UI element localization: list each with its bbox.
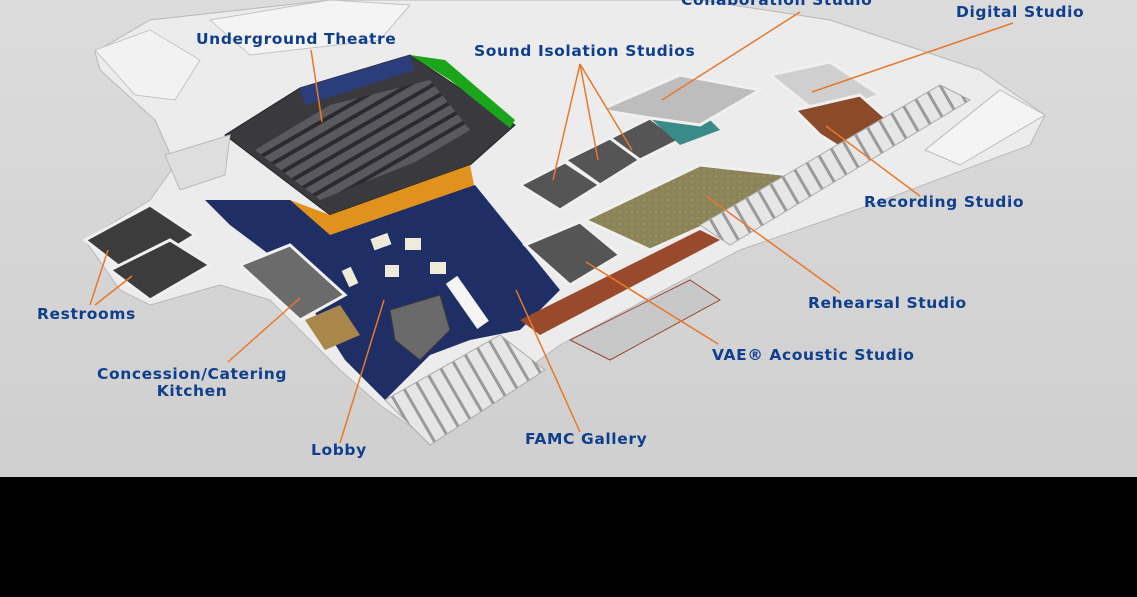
- label-restrooms: Restrooms: [37, 305, 136, 323]
- leader-digital: [811, 22, 1014, 93]
- reception-desk: [389, 294, 451, 361]
- lobby-table: [430, 262, 446, 274]
- leader-restrooms-1: [89, 249, 109, 306]
- label-digital-studio: Digital Studio: [956, 3, 1085, 21]
- skylight-right: [699, 84, 972, 246]
- label-famc-gallery: FAMC Gallery: [525, 430, 648, 448]
- leader-concession: [227, 297, 301, 363]
- upper-block: [208, 0, 412, 56]
- leader-sound-isolation-1: [552, 63, 581, 181]
- theatre-blue-curtain: [300, 55, 415, 105]
- label-recording-studio: Recording Studio: [864, 193, 1025, 211]
- skylight-far-right: [924, 89, 1047, 166]
- lobby-floor: [205, 185, 560, 400]
- theatre-seating: [255, 80, 470, 200]
- leader-sound-isolation-3: [579, 63, 633, 151]
- label-concession-kitchen: Concession/Catering Kitchen: [97, 366, 287, 400]
- leader-recording: [825, 125, 921, 197]
- theatre-green-wall: [410, 55, 515, 128]
- leader-lines: [89, 11, 1014, 444]
- skylight-bottom: [384, 334, 546, 446]
- lobby-table: [385, 265, 399, 277]
- upper-block: [94, 29, 201, 101]
- label-collaboration-studio: Collaboration Studio: [681, 0, 873, 9]
- lobby-table: [370, 232, 392, 251]
- lobby-table: [341, 266, 359, 288]
- label-concession-line1: Concession/Catering: [97, 365, 288, 383]
- label-concession-line2: Kitchen: [156, 382, 228, 400]
- kitchen-counter: [305, 305, 360, 350]
- restroom-block: [107, 238, 213, 302]
- leader-rehearsal: [705, 195, 841, 294]
- leader-collaboration: [661, 11, 801, 101]
- label-lobby: Lobby: [311, 441, 367, 459]
- leader-famc: [515, 289, 581, 433]
- label-underground-theatre: Underground Theatre: [196, 30, 397, 48]
- leader-underground-theatre: [310, 49, 323, 123]
- left-corridor: [164, 134, 231, 191]
- floorplan-render: [0, 0, 1137, 477]
- restroom-block: [82, 203, 198, 277]
- orange-wall: [290, 165, 475, 235]
- leader-lobby: [339, 299, 385, 444]
- label-sound-isolation-studios: Sound Isolation Studios: [474, 42, 696, 60]
- collaboration-room: [594, 73, 765, 127]
- bottom-black-band: [0, 477, 1137, 597]
- label-rehearsal-studio: Rehearsal Studio: [808, 294, 967, 312]
- leader-vae: [585, 261, 719, 345]
- lobby-table: [405, 238, 421, 250]
- display-wall: [445, 275, 489, 329]
- concession-room: [237, 243, 348, 322]
- leader-restrooms-2: [94, 275, 133, 306]
- label-vae-acoustic-studio: VAE® Acoustic Studio: [712, 346, 915, 364]
- brick-ledge: [568, 279, 721, 361]
- leader-sound-isolation-2: [579, 63, 599, 161]
